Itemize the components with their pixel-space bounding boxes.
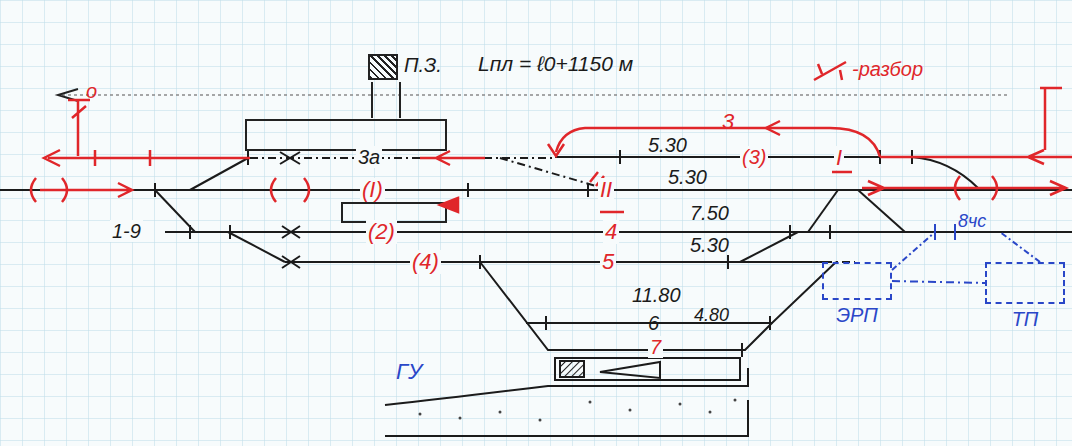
station-building: П.З. — [368, 54, 442, 80]
crossover-mark — [280, 152, 300, 268]
building-stem — [372, 82, 400, 118]
track-label: (3) — [740, 146, 768, 168]
hump-dots — [419, 399, 737, 422]
hump-yard — [385, 358, 748, 436]
track-label: 3а — [356, 146, 382, 168]
dotted-line — [62, 94, 1010, 96]
track-label: 4 — [603, 220, 619, 244]
platform — [246, 120, 446, 150]
dashed-box — [985, 262, 1065, 304]
connector-line — [892, 281, 985, 283]
dashed-box — [822, 262, 892, 300]
track-label: 4.80 — [694, 306, 729, 326]
track-label: 5.30 — [648, 134, 687, 156]
track-label: I — [834, 146, 844, 170]
hatched-box — [368, 54, 398, 80]
track-label: 8чс — [958, 212, 986, 232]
track-label: 5.30 — [668, 166, 707, 188]
track-label: 5 — [600, 250, 616, 274]
tracks — [0, 157, 1072, 350]
track-label: -разбор — [852, 58, 923, 80]
track-label: 11.80 — [632, 284, 681, 306]
track-label: о — [86, 80, 97, 102]
dash-dot-track — [250, 158, 855, 262]
track-label: Lпл = ℓ0+1150 м — [478, 52, 633, 75]
track-label: 6 — [648, 312, 659, 334]
joint-tick — [155, 150, 912, 357]
track-label: II — [598, 178, 614, 202]
track-label: (2) — [366, 220, 397, 244]
track-label: (4) — [410, 250, 441, 274]
node-label: ТП — [985, 308, 1065, 330]
yard-box: ЭРП — [822, 262, 892, 326]
track-label: 1-9 — [110, 220, 143, 242]
node-label: ЭРП — [822, 304, 892, 326]
route-marks — [31, 62, 1072, 212]
dash-dot-link — [892, 281, 985, 283]
track-label: 7.50 — [690, 202, 729, 224]
track-label: ГУ — [396, 360, 422, 384]
node-label: П.З. — [404, 54, 442, 76]
yard-box: ТП — [985, 262, 1065, 330]
track-label: 3 — [722, 110, 734, 134]
track-label: 7 — [648, 336, 663, 358]
track-label: (I) — [360, 178, 385, 202]
track-label: 5.30 — [690, 234, 729, 256]
